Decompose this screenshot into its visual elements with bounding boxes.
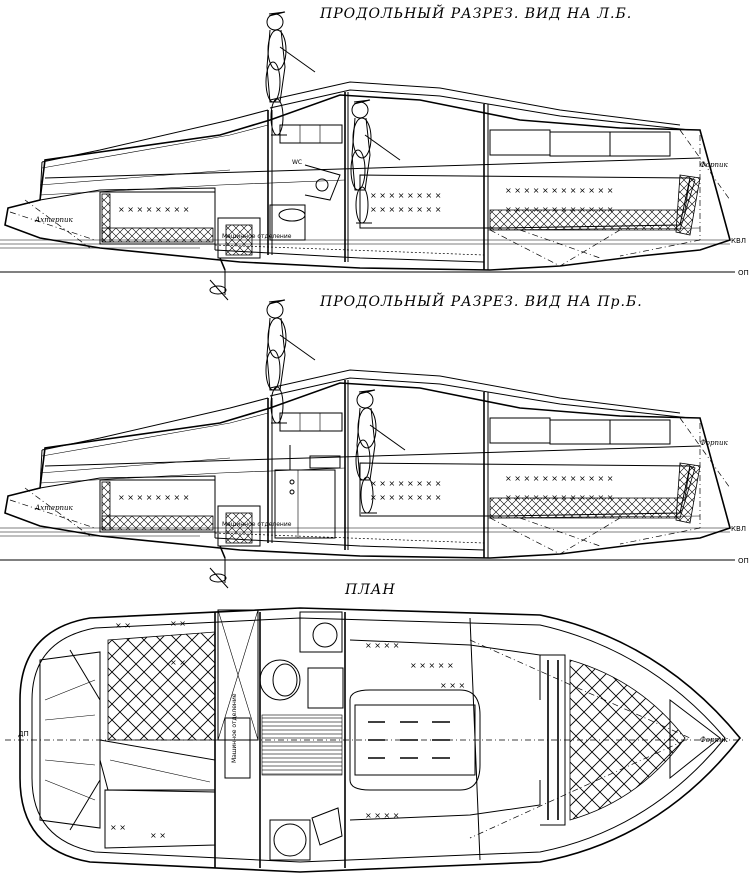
section-port-drawing: × × × × × × × × × × × × × × × × × × × × … <box>0 11 736 301</box>
svg-text:× × × × × × × × × × × ×: × × × × × × × × × × × × <box>505 205 613 214</box>
svg-text:× ×: × × <box>150 831 166 840</box>
svg-text:× × × × × × × × × × × ×: × × × × × × × × × × × × <box>505 474 613 483</box>
svg-text:× × × × × × × ×: × × × × × × × × <box>118 493 189 502</box>
engine-room-label-1: Машинное отделение <box>222 233 292 240</box>
svg-text:× × × × × × × ×: × × × × × × × × <box>118 205 189 214</box>
svg-text:× × × × × × × ×: × × × × × × × × <box>370 191 441 200</box>
waterline-label-1: КВЛ <box>731 237 746 245</box>
svg-text:× × ×: × × × <box>440 681 465 690</box>
waterline-label-2: КВЛ <box>731 525 746 533</box>
svg-text:× × × × × × × × × × × ×: × × × × × × × × × × × × <box>505 186 613 195</box>
svg-text:× ×: × × <box>110 823 126 832</box>
wc-label: WC <box>292 159 302 166</box>
centerline-label: ДП <box>18 730 29 738</box>
svg-text:× × × ×: × × × × <box>365 811 399 820</box>
svg-text:× ×: × × <box>170 619 186 628</box>
svg-text:× ×: × × <box>115 621 131 630</box>
engine-room-label-2: Машинное отделение <box>222 521 292 528</box>
section-port-title: ПРОДОЛЬНЫЙ РАЗРЕЗ. ВИД НА Л.Б. <box>319 3 632 22</box>
aft-peak-label-2: Ахтерпик <box>34 504 74 512</box>
svg-text:× × × × × × × ×: × × × × × × × × <box>370 493 441 502</box>
fore-peak-label-plan: Форпик <box>700 736 729 744</box>
baseline-label-1: ОП <box>738 269 749 277</box>
section-starboard-title: ПРОДОЛЬНЫЙ РАЗРЕЗ. ВИД НА Пр.Б. <box>319 291 643 310</box>
svg-text:× × × × × × × ×: × × × × × × × × <box>370 205 441 214</box>
section-starboard-drawing: × × × × × × × × × × × × × × × × × × × × … <box>0 299 736 589</box>
svg-text:× ×: × × <box>170 658 186 667</box>
svg-text:× × × × × × × ×: × × × × × × × × <box>370 479 441 488</box>
plan-drawing: × × × × × × × × × × × × × × × × × × × × … <box>5 607 745 873</box>
aft-peak-label-1: Ахтерпик <box>34 216 74 224</box>
baseline-label-2: ОП <box>738 557 749 565</box>
fore-peak-label-1: Форпик <box>700 161 729 169</box>
plan-title: ПЛАН <box>344 582 396 598</box>
svg-text:× × × ×: × × × × <box>365 641 399 650</box>
svg-text:× × × × ×: × × × × × <box>410 661 454 670</box>
fore-peak-label-2: Форпик <box>700 439 729 447</box>
svg-text:× × × × × × × × × × × ×: × × × × × × × × × × × × <box>505 493 613 502</box>
engine-room-plan-label: Машинное отделение <box>231 693 238 763</box>
